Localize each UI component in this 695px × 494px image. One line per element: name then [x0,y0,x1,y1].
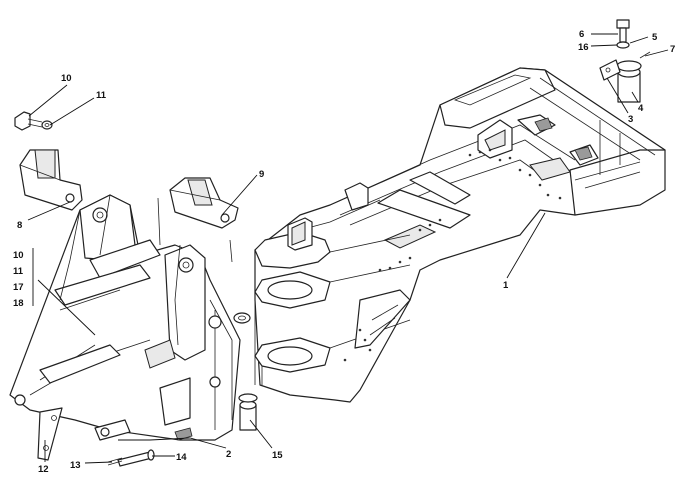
callout-6: 6 [579,29,584,40]
washer-5-16 [616,41,630,49]
callout-10: 10 [61,73,72,84]
callout-11: 11 [96,90,107,101]
callout-8: 8 [17,220,22,231]
front-frame [9,194,241,441]
callout-13: 13 [70,460,81,471]
callout-labels: 1 2 3 4 5 6 7 8 9 10 11 12 13 14 15 16 1… [13,29,675,475]
callout-9: 9 [259,169,264,180]
plate-3 [599,59,621,81]
callout-15: 15 [272,450,283,461]
group-callout-18: 18 [13,298,24,309]
pin-7 [639,51,651,59]
cotter-pin-13 [107,457,123,466]
bolt-6 [616,19,630,43]
group-callout-10: 10 [13,250,24,261]
washer-11 [41,120,53,130]
bracket-9 [157,177,239,263]
pin-14 [117,449,155,467]
bracket-8 [19,149,83,211]
callout-3: 3 [628,114,633,125]
bolt-10 [14,111,43,131]
pin-4 [616,60,642,103]
rear-frame [254,67,666,403]
callout-5: 5 [652,32,658,43]
callout-7: 7 [670,44,675,55]
callout-12: 12 [38,464,49,475]
washer-ring [233,312,251,324]
callout-4: 4 [638,103,644,114]
callout-1: 1 [503,280,509,291]
group-callout-11: 11 [13,266,24,277]
leader-lines [27,33,669,464]
plate-12 [37,407,63,461]
callout-2: 2 [226,449,231,460]
pin-15 [238,393,258,431]
callout-14: 14 [176,452,187,463]
callout-16: 16 [578,42,589,53]
group-callout-17: 17 [13,282,24,293]
